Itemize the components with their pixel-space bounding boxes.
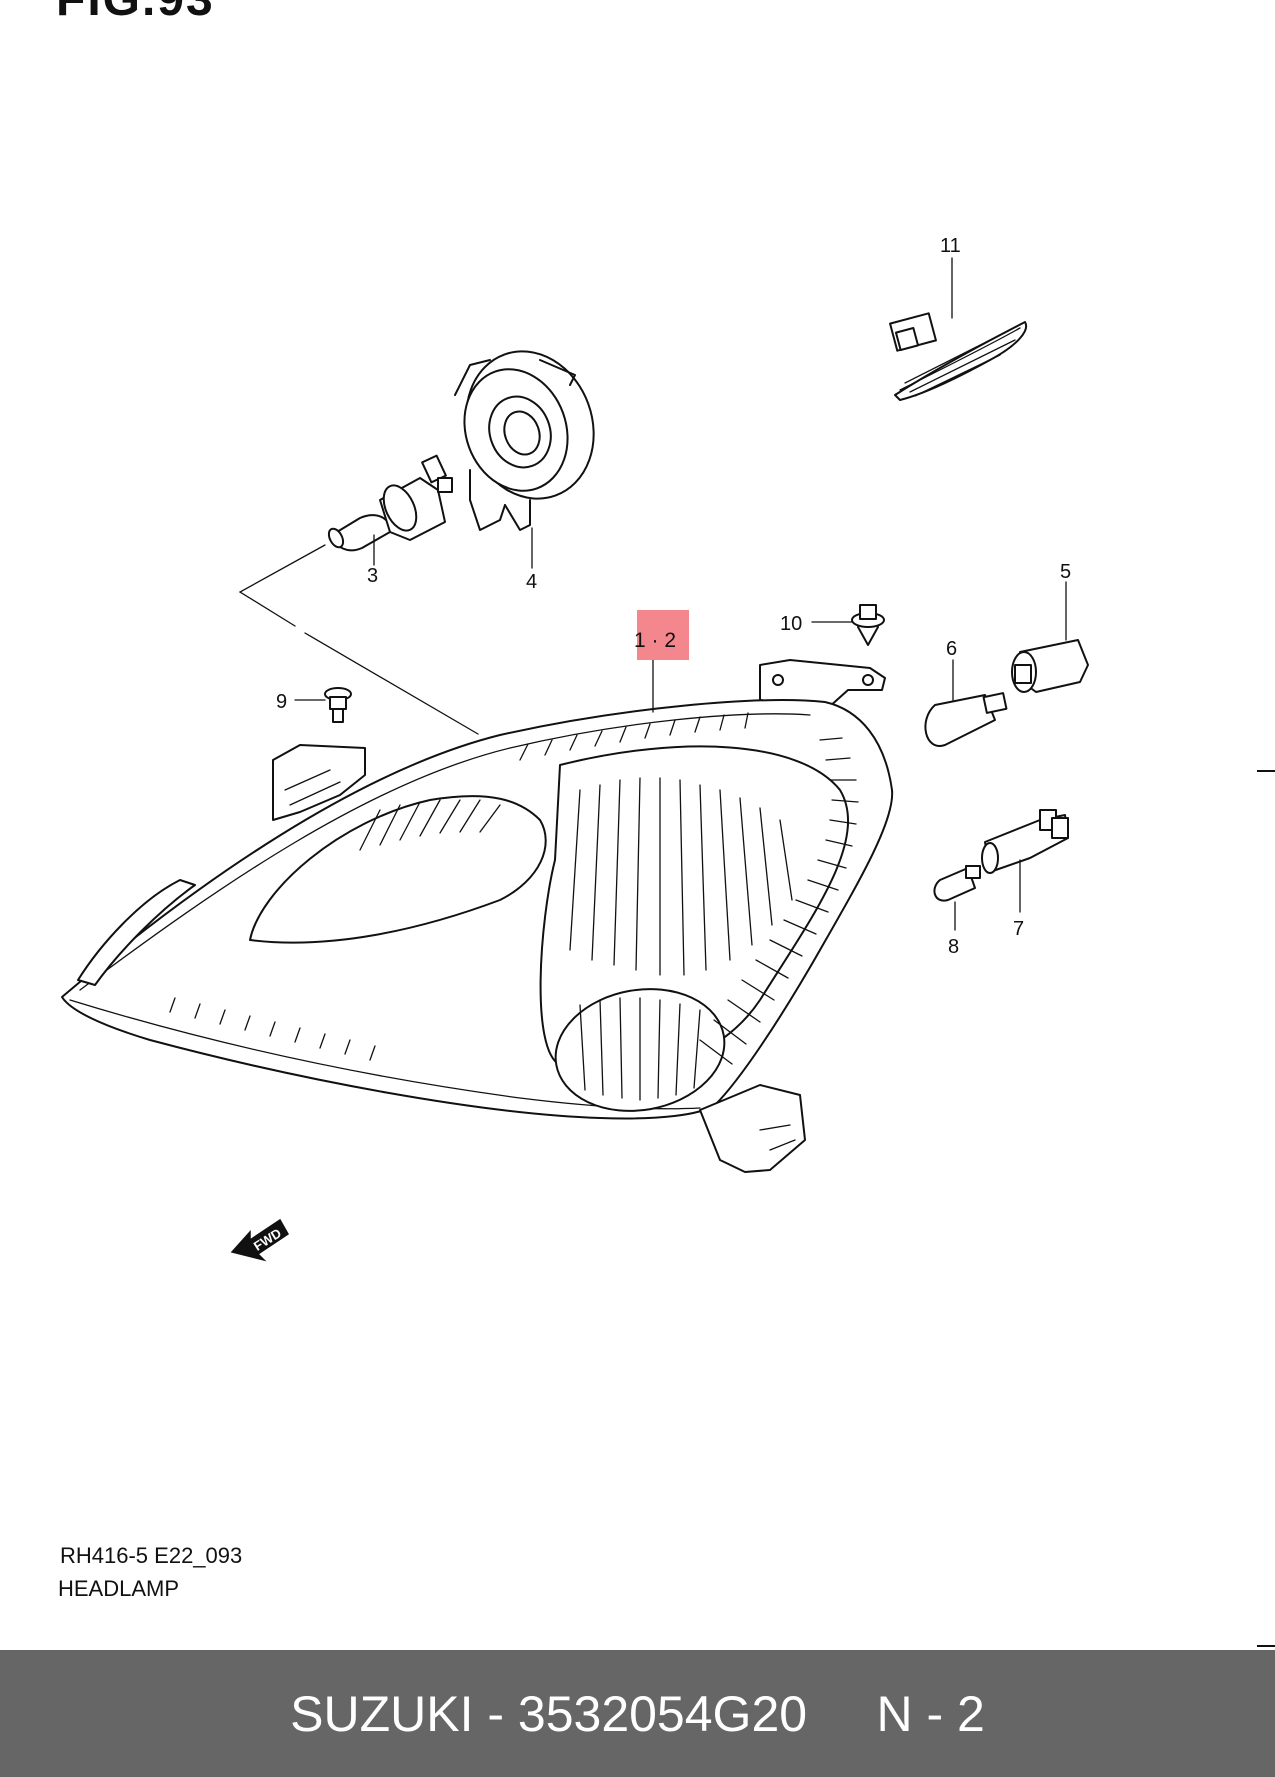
part-5-socket: 5 bbox=[1011, 561, 1089, 693]
callout-6: 6 bbox=[946, 638, 957, 660]
part-3-headlamp-bulb: 3 bbox=[327, 454, 453, 587]
callout-1-2-highlight bbox=[637, 610, 689, 660]
part-6-wedge-bulb: 6 bbox=[924, 638, 1008, 747]
callout-7: 7 bbox=[1013, 918, 1024, 940]
footer-part-number: SUZUKI - 3532054G20 N - 2 bbox=[290, 1685, 985, 1742]
reference-code: RH416-5 E22_093 bbox=[60, 1543, 243, 1568]
part-4-headlamp-socket-cover: 4 bbox=[454, 350, 595, 593]
callout-4: 4 bbox=[526, 571, 537, 593]
part-10-clip: 10 bbox=[780, 604, 885, 646]
callout-8: 8 bbox=[948, 936, 959, 958]
callout-10: 10 bbox=[780, 613, 802, 635]
part-1-2-headlamp-assembly bbox=[61, 659, 894, 1173]
callout-11: 11 bbox=[940, 235, 961, 257]
part-name: HEADLAMP bbox=[58, 1576, 180, 1601]
part-7-socket: 7 bbox=[981, 809, 1069, 940]
figure-title: FIG.93 bbox=[56, 0, 215, 27]
edge-tick-mark bbox=[1257, 770, 1275, 772]
part-11-side-marker-lamp: 11 bbox=[889, 235, 1028, 401]
fwd-arrow-icon: FWD bbox=[230, 1218, 289, 1262]
callout-3: 3 bbox=[367, 565, 378, 587]
leader-bulb-to-housing bbox=[238, 544, 479, 735]
footer-bar: SUZUKI - 3532054G20 N - 2 bbox=[0, 1650, 1275, 1777]
callout-5: 5 bbox=[1060, 561, 1071, 583]
callout-9: 9 bbox=[276, 691, 287, 713]
callout-1-2: 1 · 2 bbox=[634, 629, 676, 652]
part-9-screw: 9 bbox=[276, 687, 352, 723]
edge-tick-mark bbox=[1257, 1645, 1275, 1647]
part-8-small-bulb: 8 bbox=[933, 865, 981, 958]
